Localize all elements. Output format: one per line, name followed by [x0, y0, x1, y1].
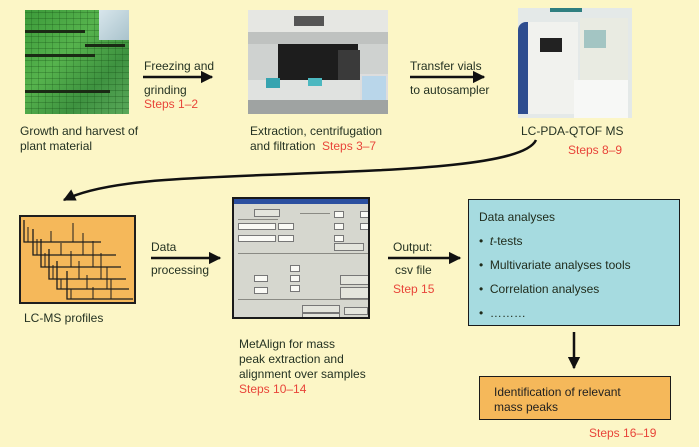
analysis-item-italic: t [489, 234, 494, 248]
analysis-item-text: Correlation analyses [489, 282, 600, 296]
analysis-item: • ……… [479, 306, 526, 320]
stage5-caption-line3: alignment over samples [239, 367, 366, 381]
analysis-item: • Correlation analyses [479, 282, 600, 296]
arrow4-steps: Step 15 [393, 282, 435, 296]
metalign-software-window [232, 197, 370, 319]
window-titlebar [234, 199, 368, 204]
identification-line1: Identification of relevant [494, 385, 621, 399]
chromatogram-stack [23, 220, 133, 300]
stage3-steps: Steps 8–9 [568, 143, 623, 157]
analysis-item-text: Multivariate analyses tools [489, 258, 631, 272]
analysis-item: • t-tests [479, 234, 523, 248]
stage3-caption: LC-PDA-QTOF MS [521, 124, 624, 138]
stacked-chromatograms [19, 215, 136, 304]
data-analyses-box: Data analyses • t-tests • Multivariate a… [468, 199, 680, 326]
identification-text: Identification of relevant mass peaks [494, 385, 621, 415]
arrow1-label-top: Freezing and [144, 59, 215, 73]
arrow2-label-bottom: to autosampler [410, 83, 490, 97]
stage1-caption-line1: Growth and harvest of [20, 124, 139, 138]
arrow3-label-top: Data [151, 240, 177, 254]
analysis-item: • Multivariate analyses tools [479, 258, 631, 272]
stage5-caption-line1: MetAlign for mass [239, 337, 336, 351]
stage2-steps: Steps 3–7 [322, 139, 377, 153]
plant-trays-photo [25, 10, 129, 114]
analysis-item-text: ……… [489, 306, 526, 320]
arrow-ms-to-profiles [62, 139, 538, 202]
identification-box: Identification of relevant mass peaks [479, 376, 671, 420]
stage5-caption-line2: peak extraction and [239, 352, 344, 366]
analysis-item-text: -tests [493, 234, 523, 248]
arrow4-label-top: Output: [393, 240, 433, 254]
arrow1-label-bottom: grinding [144, 83, 187, 97]
identification-steps: Steps 16–19 [589, 426, 657, 440]
stage4-caption: LC-MS profiles [24, 311, 104, 325]
stage2-caption-line1: Extraction, centrifugation [250, 124, 383, 138]
stage5-caption: MetAlign for mass peak extraction and al… [239, 337, 366, 397]
stage5-steps: Steps 10–14 [239, 382, 307, 396]
stage2-caption: Extraction, centrifugation and filtratio… [250, 124, 382, 154]
mass-spectrometer-photo [518, 8, 632, 118]
stage1-caption: Growth and harvest of plant material [20, 124, 138, 154]
identification-line2: mass peaks [494, 400, 559, 414]
stage2-caption-line2: and filtration [250, 139, 316, 153]
analysis-title: Data analyses [479, 210, 556, 224]
arrow4-label-bottom: csv file [395, 263, 432, 277]
liquid-handling-robot-photo [248, 10, 388, 114]
arrow3-label-bottom: processing [151, 263, 210, 277]
arrow2-label-top: Transfer vials [410, 59, 482, 73]
stage1-caption-line2: plant material [20, 139, 93, 153]
arrow1-steps: Steps 1–2 [144, 97, 199, 111]
